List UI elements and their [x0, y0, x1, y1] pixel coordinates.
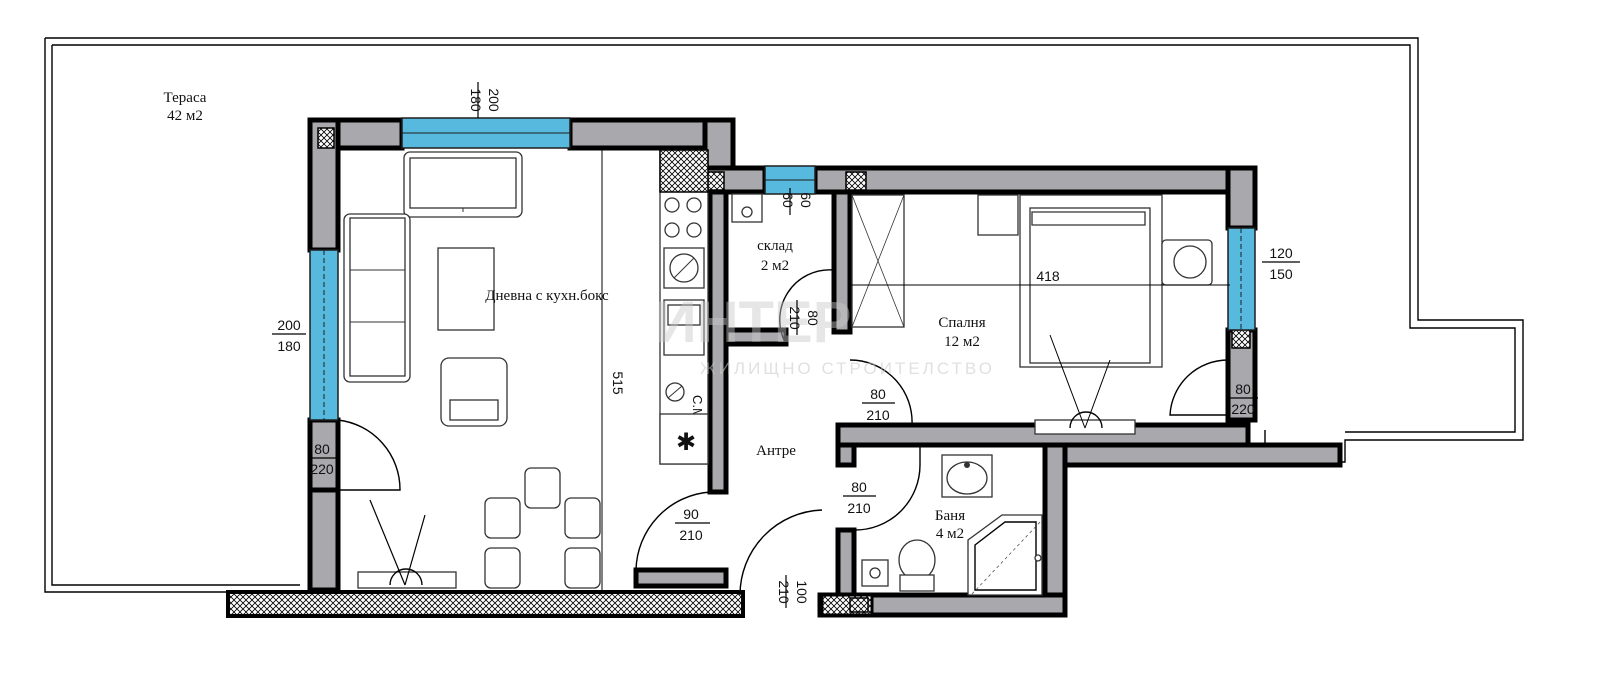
living-furniture: [343, 148, 603, 592]
windows: [309, 117, 1256, 421]
small-window-h: 60: [780, 192, 796, 208]
bedroom-balcony-door-w: 80: [1235, 381, 1251, 397]
bottom-wall-hatched: [226, 590, 745, 618]
bedroom-area: 12 м2: [944, 334, 980, 350]
dining-chair: [484, 547, 521, 589]
bedroom-balcony-door-h: 220: [1231, 401, 1255, 417]
living-door-w: 90: [683, 506, 699, 522]
bedroom-name: Спалня: [938, 315, 985, 331]
bath-area: 4 м2: [936, 526, 964, 542]
bedroom-door-h: 210: [866, 407, 890, 423]
storage-door-h: 210: [787, 306, 803, 330]
watermark-subtitle: ЖИЛИЩНО СТРОИТЕЛСТВО: [700, 359, 995, 378]
dining-chair: [564, 497, 601, 539]
dining-chair: [484, 497, 521, 539]
watermark: ИНТЕР ЖИЛИЩНО СТРОИТЕЛСТВО: [655, 290, 995, 378]
storage-name: склад: [757, 238, 793, 254]
bath-door-w: 80: [851, 479, 867, 495]
dining-chair: [564, 547, 601, 589]
living-name: Дневна с кухн.бокс: [485, 288, 609, 304]
doors: [337, 269, 1229, 596]
terrace-area: 42 м2: [167, 108, 203, 124]
bath-name: Баня: [935, 508, 965, 524]
living-door-h: 210: [679, 527, 703, 543]
storage-area: 2 м2: [761, 258, 789, 274]
small-window-w: 60: [798, 192, 814, 208]
bath-door-h: 210: [847, 500, 871, 516]
storage-fixtures: [731, 193, 763, 223]
column-blocks: [317, 127, 1251, 613]
bedroom-window-height: 150: [1269, 266, 1293, 282]
living-balcony-door-h: 220: [310, 461, 334, 477]
dining-chair: [524, 467, 561, 509]
bedroom-furniture: [850, 194, 1230, 435]
bath-fixtures: [861, 454, 1043, 596]
dimension-labels: 180 200 200 180 60 60 120 150 80 220 80 …: [272, 82, 1300, 608]
left-window-width: 200: [277, 317, 301, 333]
room-labels: Тераса 42 м2 Дневна с кухн.бокс склад 2 …: [164, 90, 986, 542]
bedroom-window-width: 120: [1269, 245, 1293, 261]
kitchen: С.М. ✱: [659, 149, 709, 465]
hall-name: Антре: [756, 443, 796, 459]
left-window-height: 180: [277, 338, 301, 354]
living-balcony-door-w: 80: [314, 441, 330, 457]
watermark-title: ИНТЕР: [655, 290, 851, 355]
bedroom-length: 418: [1036, 268, 1060, 284]
bedroom-door-w: 80: [870, 386, 886, 402]
coffee-table: [437, 247, 495, 331]
storage-door-w: 80: [805, 310, 821, 326]
entrance-door-h: 210: [776, 580, 792, 604]
svg-text:✱: ✱: [676, 428, 696, 456]
top-window-height: 180: [468, 88, 484, 112]
living-length: 515: [610, 371, 626, 395]
top-window-width: 200: [486, 88, 502, 112]
terrace-name: Тераса: [164, 90, 207, 106]
entrance-door-w: 100: [794, 580, 810, 604]
